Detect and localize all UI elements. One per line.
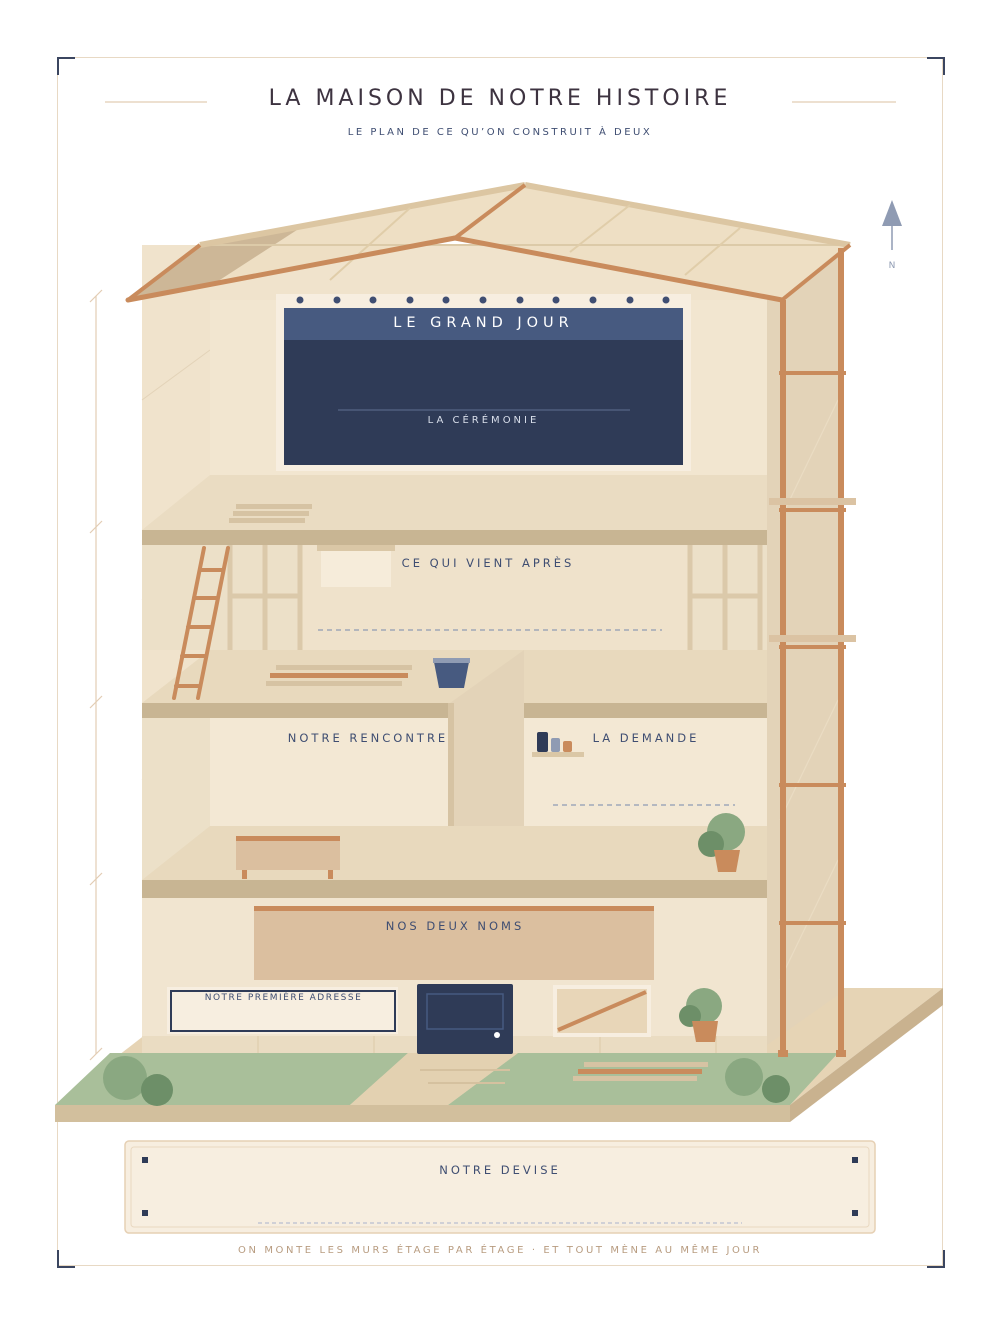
banner-title: LE GRAND JOUR bbox=[393, 315, 574, 331]
poster-frame bbox=[57, 57, 943, 1266]
potted-plant-floor-2 bbox=[698, 813, 745, 872]
string-lights bbox=[296, 296, 670, 304]
frame-corner-top-right bbox=[927, 57, 945, 75]
ground-window bbox=[553, 985, 651, 1037]
frame-corner-bottom-right bbox=[927, 1250, 945, 1268]
potted-plant-ground bbox=[679, 988, 722, 1042]
frame-corner-bottom-left bbox=[57, 1250, 75, 1268]
front-door bbox=[417, 984, 513, 1054]
page-title: LA MAISON DE NOTRE HISTOIRE bbox=[268, 86, 732, 111]
north-arrow-icon bbox=[882, 200, 902, 250]
floor-2-left-label: NOTRE RENCONTRE bbox=[287, 731, 449, 745]
roof bbox=[125, 182, 852, 303]
frame-corner-top-left bbox=[57, 57, 75, 75]
scaffolding bbox=[769, 248, 856, 1057]
dimension-line bbox=[89, 289, 103, 1061]
banner-subtitle: LA CÉRÉMONIE bbox=[427, 415, 540, 426]
floor-2 bbox=[142, 650, 767, 898]
ladder bbox=[172, 546, 230, 700]
shelf-jars bbox=[532, 732, 584, 757]
bushes bbox=[103, 1056, 790, 1106]
bucket bbox=[434, 662, 469, 688]
ground-sign-label: NOS DEUX NOMS bbox=[385, 919, 525, 933]
address-label: NOTRE PREMIÈRE ADRESSE bbox=[204, 993, 363, 1003]
grand-jour-banner bbox=[276, 294, 691, 471]
ground-floor bbox=[142, 898, 767, 1081]
motto-label: NOTRE DEVISE bbox=[439, 1163, 561, 1177]
motto-plaque bbox=[124, 1140, 876, 1234]
floor-2-right-label: LA DEMANDE bbox=[592, 731, 700, 745]
compass-label: N bbox=[888, 261, 896, 271]
floor-3 bbox=[142, 545, 767, 718]
window-frame-left bbox=[227, 545, 303, 650]
floor-3-label: CE QUI VIENT APRÈS bbox=[401, 556, 575, 570]
window-frame-right bbox=[687, 545, 763, 650]
bench bbox=[236, 836, 340, 879]
page-subtitle: LE PLAN DE CE QU’ON CONSTRUIT À DEUX bbox=[347, 127, 653, 138]
footer-text: ON MONTE LES MURS ÉTAGE PAR ÉTAGE · ET T… bbox=[237, 1245, 762, 1256]
address-plate bbox=[167, 987, 398, 1034]
